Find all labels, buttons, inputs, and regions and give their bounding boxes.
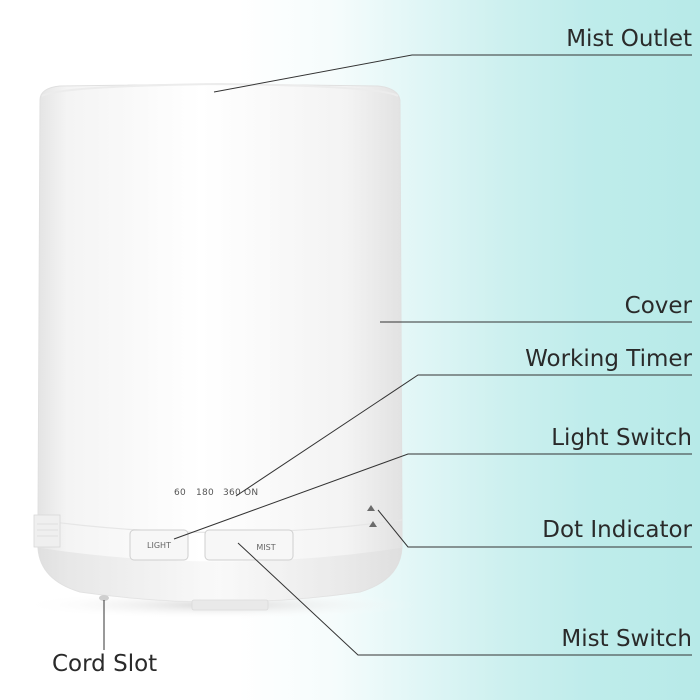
label-light-switch: Light Switch [551, 425, 692, 451]
timer-180-text: 180 [196, 488, 215, 498]
timer-360-text: 360 [223, 488, 242, 498]
timer-60-text: 60 [174, 488, 187, 498]
timer-on-text: ON [244, 488, 259, 498]
label-mist-outlet: Mist Outlet [566, 26, 692, 52]
mist-button-label: MIST [256, 543, 276, 552]
label-cover: Cover [624, 293, 692, 319]
light-button-label: LIGHT [147, 541, 171, 550]
label-cord-slot: Cord Slot [52, 651, 158, 677]
label-mist-switch: Mist Switch [561, 626, 692, 652]
cover-body [37, 83, 403, 603]
label-working-timer: Working Timer [525, 346, 692, 372]
light-button[interactable] [129, 529, 189, 561]
label-dot-indicator: Dot Indicator [542, 517, 692, 543]
side-label-sticker [33, 514, 61, 548]
base-foot [191, 599, 269, 611]
cord-slot [99, 595, 109, 601]
